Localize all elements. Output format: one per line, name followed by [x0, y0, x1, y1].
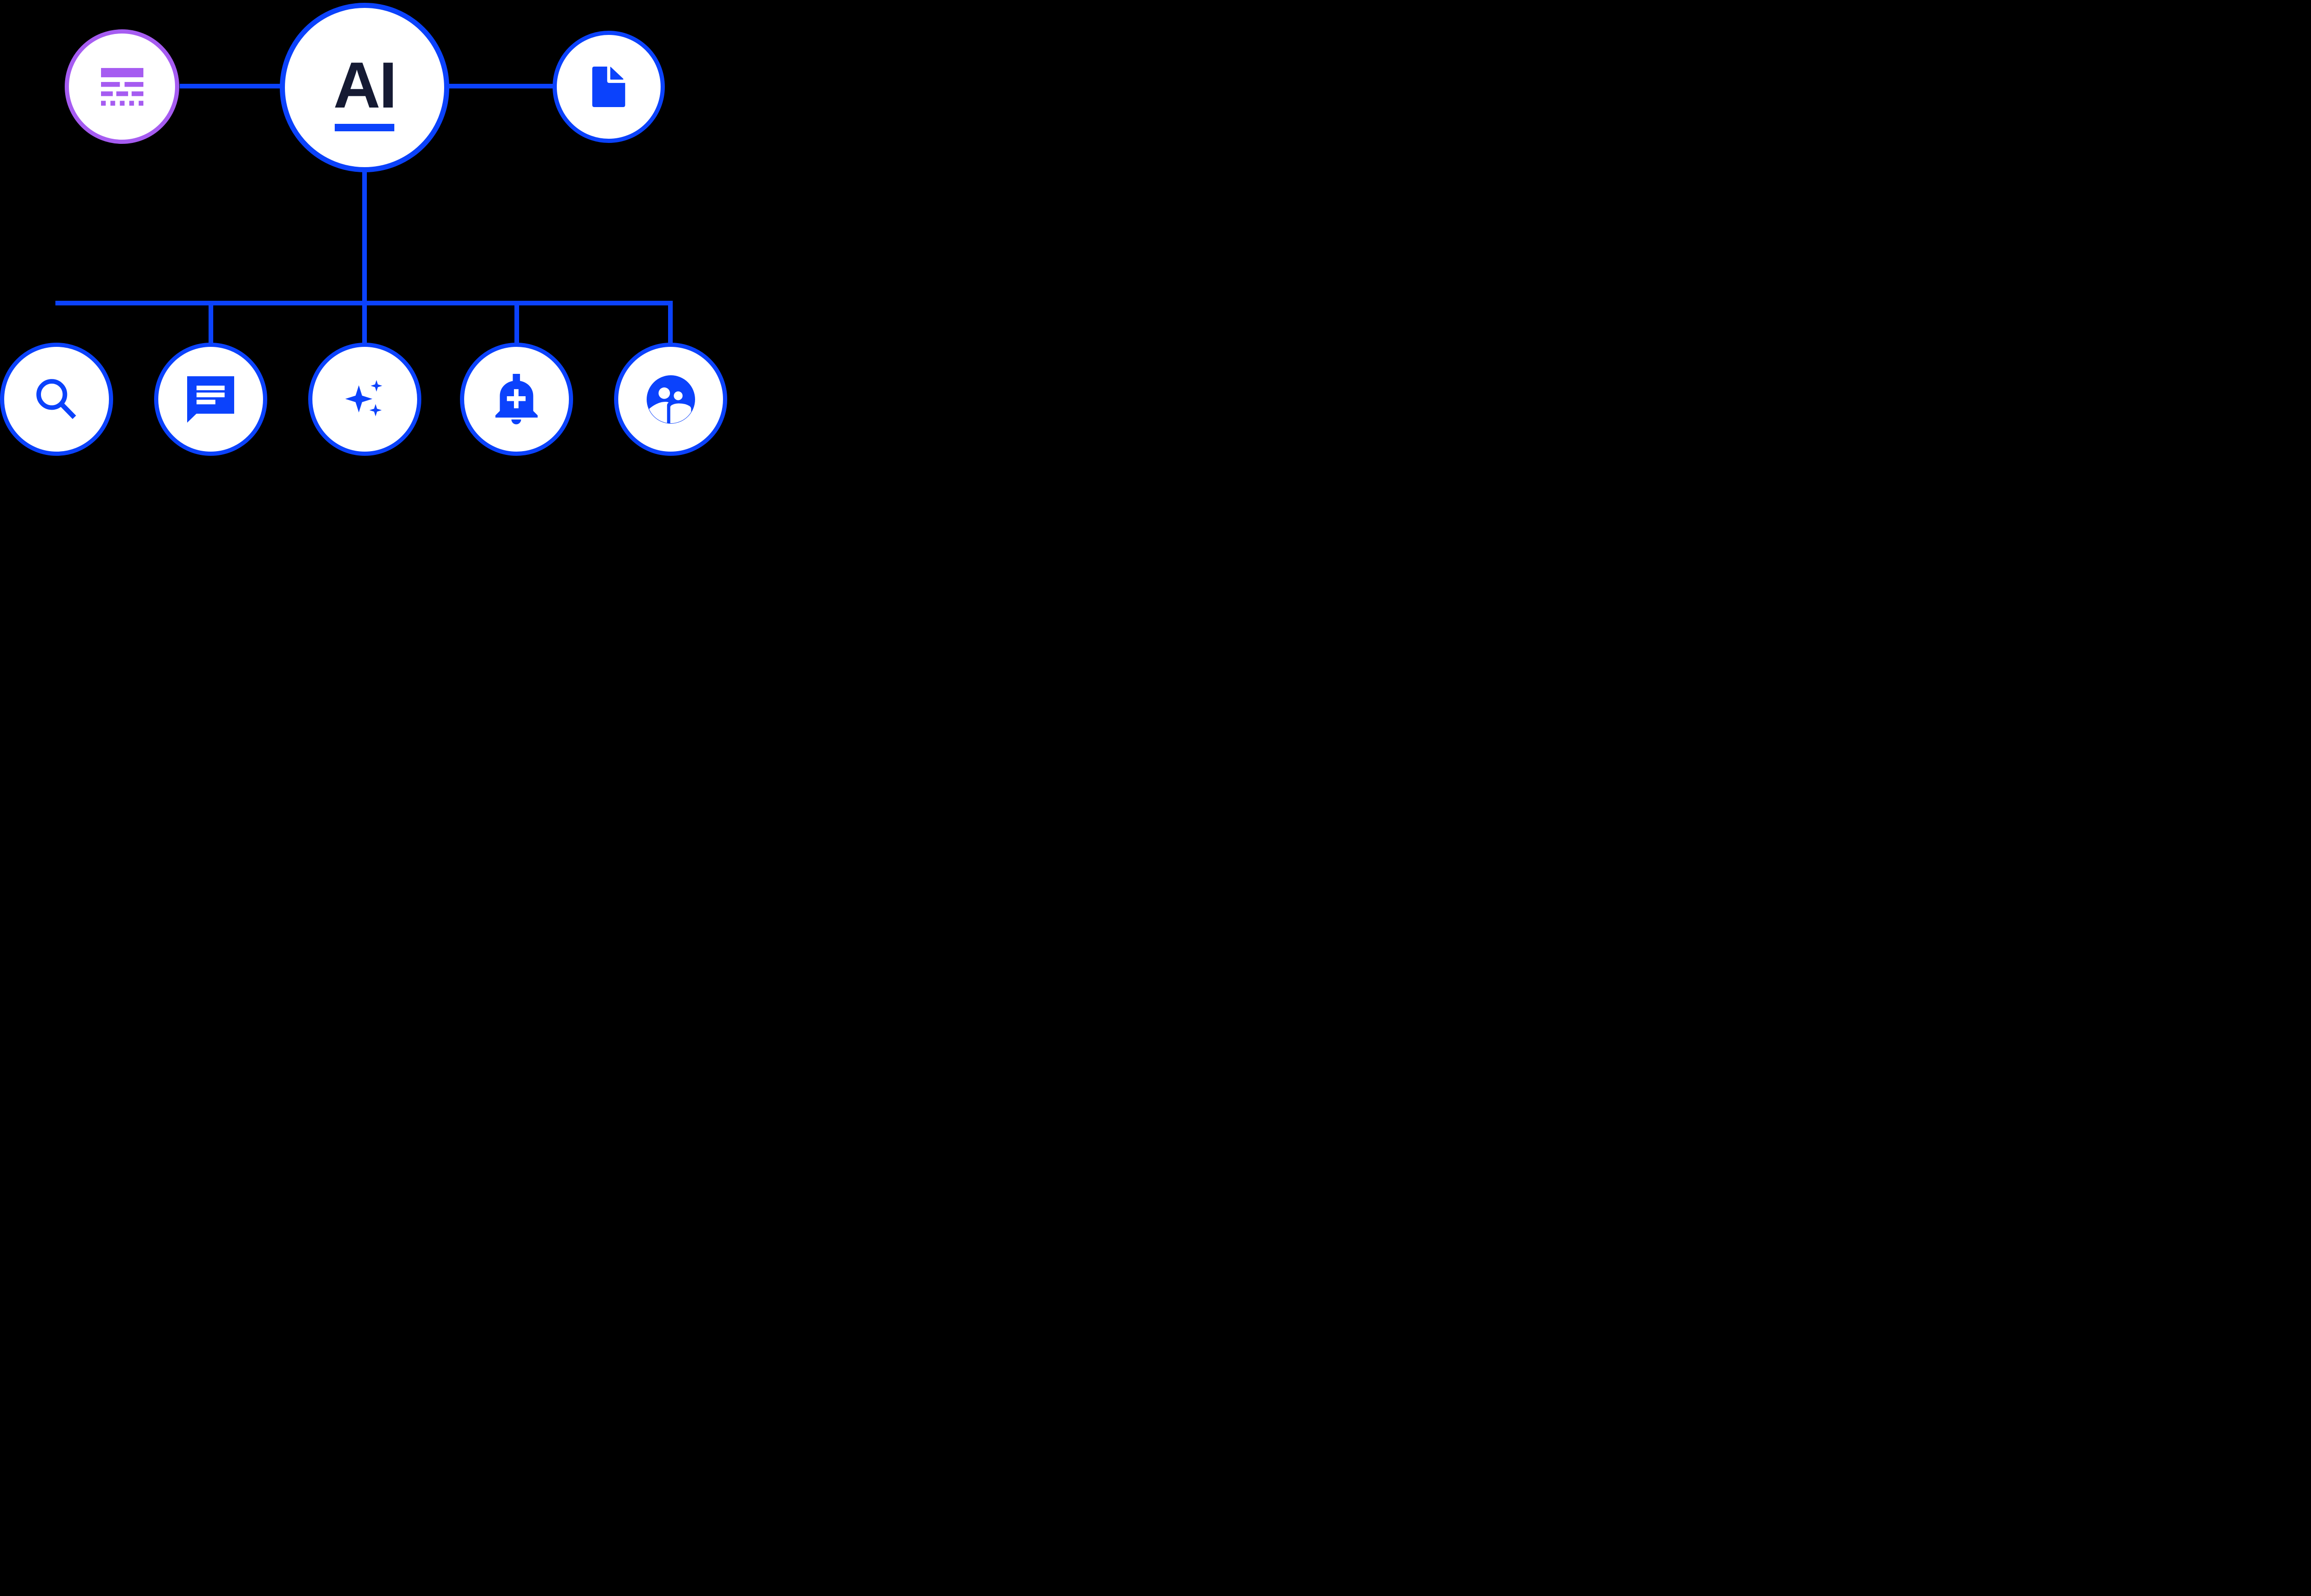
node-people: [614, 343, 727, 456]
document-icon: [592, 67, 625, 107]
node-search: [0, 343, 113, 456]
drop-people: [668, 303, 673, 345]
sparkles-icon: [338, 372, 392, 427]
hub-underline: [335, 123, 394, 131]
node-sparkles: [308, 343, 421, 456]
connector-hub-to-document: [449, 84, 553, 88]
connector-purple-to-hub: [180, 84, 280, 88]
ai-diagram: AI: [0, 0, 730, 504]
node-chat: [154, 343, 267, 456]
chat-bubble-icon: [187, 376, 234, 423]
node-summary: [65, 29, 179, 144]
drop-chat: [209, 303, 213, 345]
node-ai-hub: AI: [280, 3, 449, 172]
search-icon: [36, 379, 77, 420]
people-group-icon: [646, 375, 695, 424]
node-notifications: [460, 343, 573, 456]
node-document: [553, 31, 665, 143]
connector-hub-vertical: [362, 170, 367, 345]
hub-label: AI: [333, 48, 397, 122]
bell-plus-icon: [495, 374, 538, 425]
drop-bell: [514, 303, 519, 345]
distribution-line: [55, 301, 673, 305]
list-summary-icon: [101, 68, 143, 106]
